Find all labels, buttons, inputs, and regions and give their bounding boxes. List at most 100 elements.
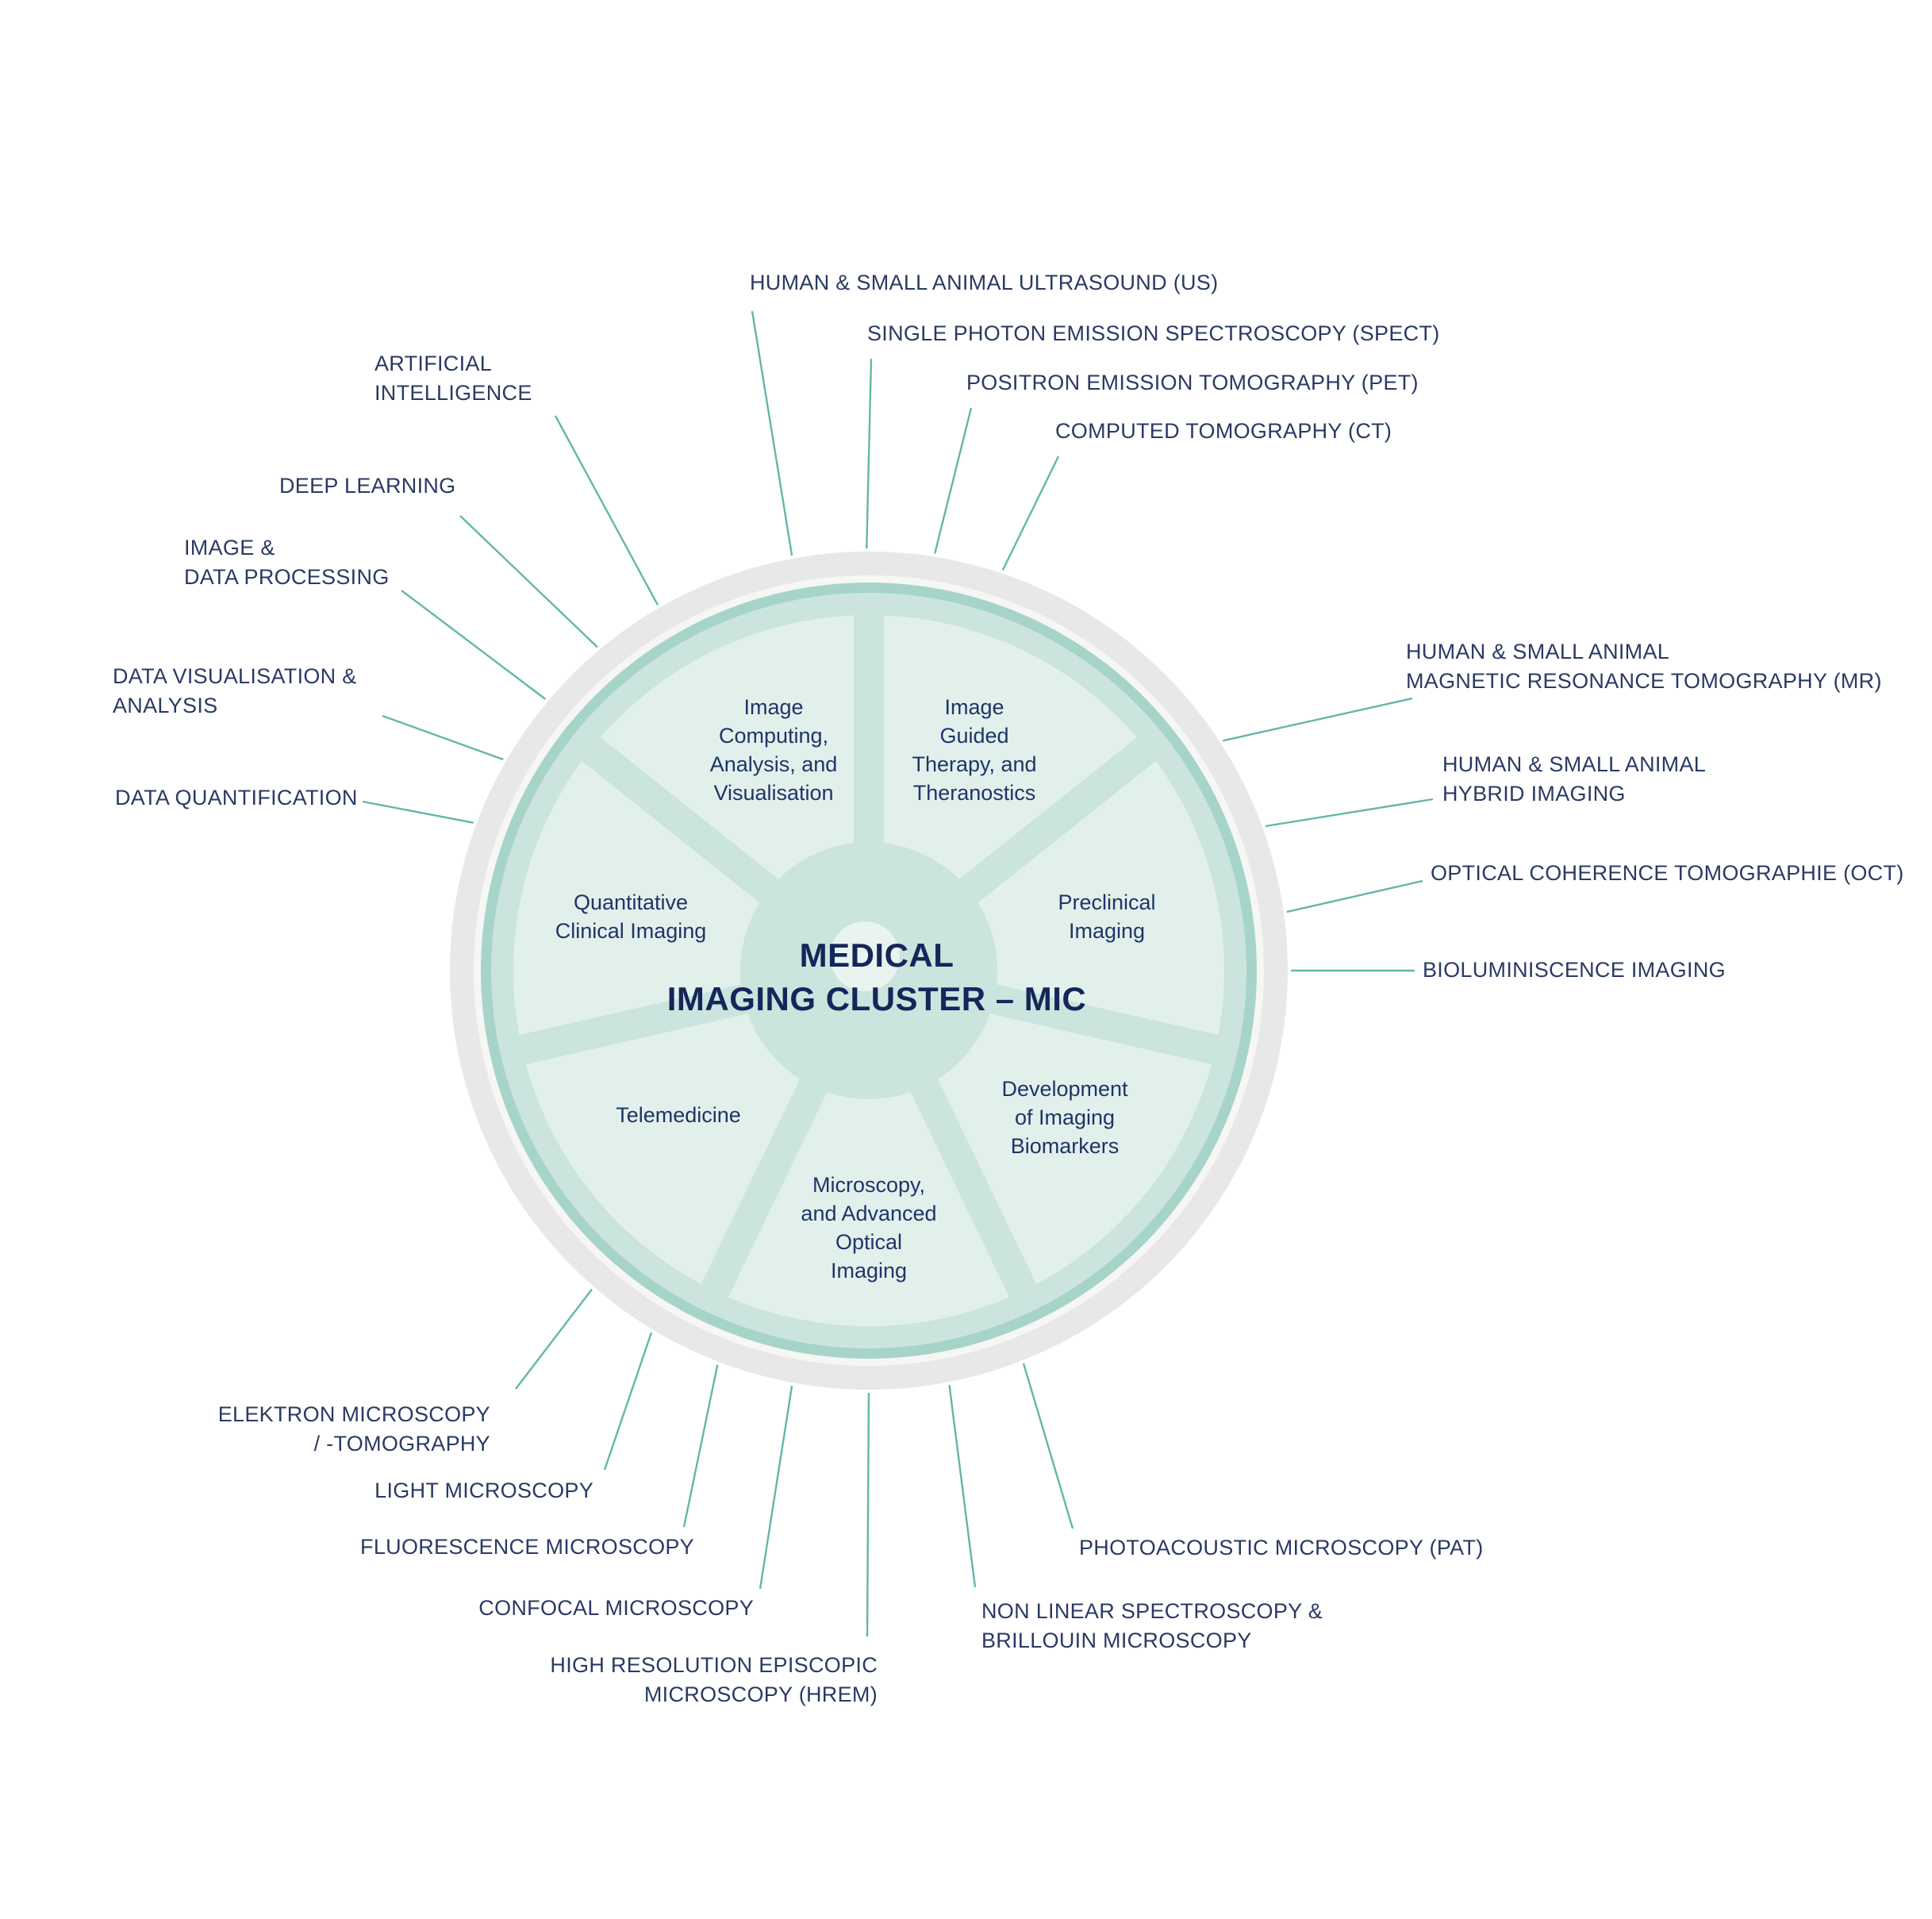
outer-label-hrem: HIGH RESOLUTION EPISCOPIC MICROSCOPY (HRE… xyxy=(550,1651,878,1709)
outer-label-line: CONFOCAL MICROSCOPY xyxy=(478,1596,754,1620)
outer-label-line: INTELLIGENCE xyxy=(374,381,532,405)
connector-line-deep-learning xyxy=(459,515,598,648)
connector-line-hrem xyxy=(866,1392,870,1637)
wedge-label-line: Preclinical xyxy=(1058,890,1156,914)
connector-line-ultrasound xyxy=(751,310,793,556)
outer-label-ultrasound: HUMAN & SMALL ANIMAL ULTRASOUND (US) xyxy=(750,268,1218,298)
outer-label-line: POSITRON EMISSION TOMOGRAPHY (PET) xyxy=(966,371,1419,394)
connector-line-non-linear-spectroscopy xyxy=(948,1385,977,1588)
wedge-label-telemedicine: Telemedicine xyxy=(616,1101,741,1129)
outer-label-line: BRILLOUIN MICROSCOPY xyxy=(981,1629,1252,1652)
outer-label-line: DATA PROCESSING xyxy=(184,565,390,589)
wedge-telemedicine xyxy=(525,1013,801,1284)
outer-label-line: ARTIFICIAL xyxy=(374,352,493,375)
outer-label-line: DEEP LEARNING xyxy=(279,474,456,498)
connector-line-data-quantification xyxy=(362,800,474,824)
connector-line-light-microscopy xyxy=(603,1332,653,1471)
outer-label-line: HIGH RESOLUTION EPISCOPIC xyxy=(550,1653,878,1677)
outer-label-line: DATA QUANTIFICATION xyxy=(115,786,358,810)
wedge-label-line: of Imaging xyxy=(1014,1106,1116,1129)
wedge-image-computing xyxy=(600,615,854,879)
outer-label-line: BIOLUMINISCENCE IMAGING xyxy=(1423,958,1726,982)
connector-line-ct xyxy=(1001,456,1060,571)
outer-label-line: MICROSCOPY (HREM) xyxy=(643,1682,878,1706)
outer-label-line: MAGNETIC RESONANCE TOMOGRAPHY (MR) xyxy=(1406,669,1882,693)
outer-label-data-visualisation: DATA VISUALISATION & ANALYSIS xyxy=(113,662,357,721)
wedge-label-line: Clinical Imaging xyxy=(555,919,707,943)
outer-label-line: HUMAN & SMALL ANIMAL ULTRASOUND (US) xyxy=(750,271,1219,294)
outer-label-spect: SINGLE PHOTON EMISSION SPECTROSCOPY (SPE… xyxy=(867,319,1440,348)
wedge-label-line: Theranostics xyxy=(912,781,1036,805)
wedge-label-line: Therapy, and xyxy=(912,752,1037,776)
outer-label-light-microscopy: LIGHT MICROSCOPY xyxy=(374,1476,593,1506)
outer-label-deep-learning: DEEP LEARNING xyxy=(279,471,455,501)
center-title-line2: IMAGING CLUSTER – MIC xyxy=(666,980,1087,1017)
wedge-development-imaging-biomarkers xyxy=(937,1013,1212,1284)
outer-label-line: / -TOMOGRAPHY xyxy=(313,1432,490,1456)
wedge-label-line: Telemedicine xyxy=(616,1103,741,1127)
wedge-label-line: Optical xyxy=(835,1230,903,1254)
outer-label-line: IMAGE & xyxy=(184,536,275,560)
wedge-label-line: Quantitative xyxy=(573,890,689,914)
wedge-label-line: Visualisation xyxy=(713,781,834,805)
outer-label-fluorescence: FLUORESCENCE MICROSCOPY xyxy=(360,1533,694,1562)
outer-label-line: ELEKTRON MICROSCOPY xyxy=(217,1402,490,1426)
outer-label-line: HYBRID IMAGING xyxy=(1442,782,1626,806)
center-title: MEDICAL IMAGING CLUSTER – MIC xyxy=(480,933,1273,1021)
wedge-label-line: Microscopy, xyxy=(812,1173,926,1197)
outer-label-elektron: ELEKTRON MICROSCOPY / -TOMOGRAPHY xyxy=(218,1400,490,1459)
outer-label-line: OPTICAL COHERENCE TOMOGRAPHIE (OCT) xyxy=(1431,861,1904,885)
wedge-quantitative-clinical-imaging xyxy=(513,760,760,1036)
outer-label-pet: POSITRON EMISSION TOMOGRAPHY (PET) xyxy=(966,368,1419,398)
connector-line-fluorescence xyxy=(682,1364,719,1528)
connector-line-elektron xyxy=(515,1288,593,1390)
wedge-label-line: Biomarkers xyxy=(1010,1134,1120,1158)
outer-label-bioluminiscence: BIOLUMINISCENCE IMAGING xyxy=(1423,956,1726,985)
outer-label-ct: COMPUTED TOMOGRAPHY (CT) xyxy=(1055,417,1392,446)
connector-line-pet xyxy=(934,407,973,554)
hub-circle xyxy=(830,921,900,991)
wedge-preclinical-imaging xyxy=(978,760,1225,1036)
connector-line-data-visualisation xyxy=(382,714,504,761)
outer-label-hybrid-imaging: HUMAN & SMALL ANIMAL HYBRID IMAGING xyxy=(1442,750,1706,809)
connector-line-spect xyxy=(866,358,873,549)
wedge-image-guided-therapy xyxy=(884,615,1138,879)
outer-label-confocal: CONFOCAL MICROSCOPY xyxy=(478,1594,754,1623)
connector-line-confocal xyxy=(759,1385,793,1590)
outer-label-line: PHOTOACOUSTIC MICROSCOPY (PAT) xyxy=(1079,1536,1484,1559)
wedge-label-line: Imaging xyxy=(830,1259,908,1283)
connector-line-mr xyxy=(1222,697,1413,742)
wedge-label-line: and Advanced xyxy=(801,1202,937,1225)
outer-label-line: DATA VISUALISATION & xyxy=(113,664,357,688)
outer-label-line: HUMAN & SMALL ANIMAL xyxy=(1442,752,1707,776)
wedge-label-line: Imaging xyxy=(1068,919,1146,943)
connector-line-artificial-intelligence xyxy=(554,415,659,606)
outer-label-line: FLUORESCENCE MICROSCOPY xyxy=(360,1535,694,1559)
wedge-label-line: Image xyxy=(944,695,1004,719)
outer-label-data-quantification: DATA QUANTIFICATION xyxy=(115,783,358,813)
wedge-label-line: Computing, xyxy=(718,724,829,748)
wedge-label-line: Development xyxy=(1001,1077,1128,1101)
connector-line-photoacoustic xyxy=(1022,1363,1074,1529)
center-title-line1: MEDICAL xyxy=(799,936,954,974)
wedge-label-line: Analysis, and xyxy=(709,752,838,776)
outer-label-line: ANALYSIS xyxy=(113,694,218,717)
wedge-microscopy-advanced-optical xyxy=(728,1092,1010,1326)
connector-line-image-data-processing xyxy=(401,590,547,700)
outer-label-non-linear-spectroscopy: NON LINEAR SPECTROSCOPY &BRILLOUIN MICRO… xyxy=(981,1597,1323,1656)
outer-label-oct: OPTICAL COHERENCE TOMOGRAPHIE (OCT) xyxy=(1431,859,1904,888)
outer-label-line: COMPUTED TOMOGRAPHY (CT) xyxy=(1055,419,1392,443)
wedge-label-line: Image xyxy=(743,695,804,719)
outer-label-image-data-processing: IMAGE & DATA PROCESSING xyxy=(184,533,390,592)
wedge-label-line: Guided xyxy=(939,724,1009,748)
outer-label-artificial-intelligence: ARTIFICIAL INTELLIGENCE xyxy=(374,349,532,408)
